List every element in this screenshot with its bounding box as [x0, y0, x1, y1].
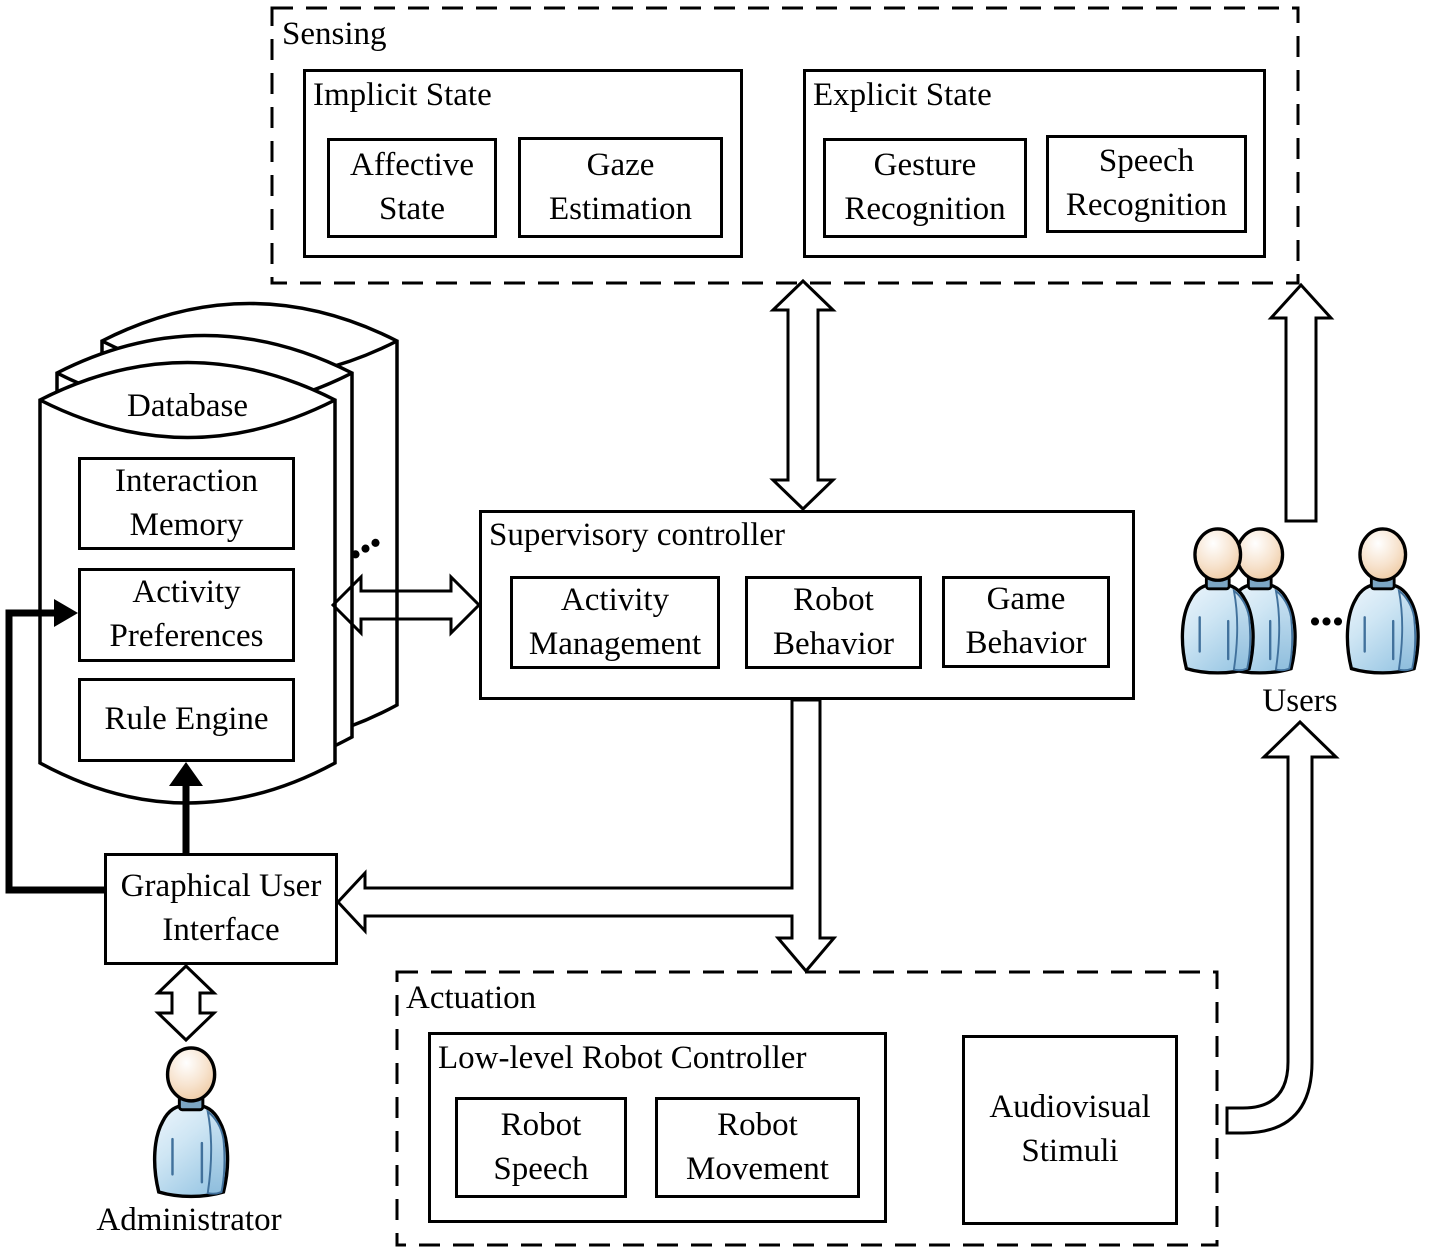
activity-management-box: Activity Management	[510, 576, 720, 669]
explicit-state-box	[803, 69, 1266, 258]
robot-behavior-box: Robot Behavior	[745, 576, 922, 669]
sensing-group-label: Sensing	[282, 16, 387, 52]
sensing-group-border	[270, 6, 1300, 285]
gui-to-rule-engine-arrow	[169, 762, 203, 856]
gui-to-activity-preferences-arrow	[5, 599, 106, 894]
gesture-recognition-box: Gesture Recognition	[823, 138, 1027, 238]
supervisory-to-actuation-and-gui-arrow	[335, 698, 838, 974]
audiovisual-stimuli-box: Audiovisual Stimuli	[962, 1035, 1178, 1225]
implicit-state-label: Implicit State	[313, 77, 492, 113]
actuation-to-users-arrow	[1225, 719, 1340, 1135]
interaction-memory-box: Interaction Memory	[78, 457, 295, 550]
activity-preferences-box: Activity Preferences	[78, 568, 295, 662]
users-ellipsis: ...	[1308, 580, 1345, 636]
gaze-estimation-box: Gaze Estimation	[518, 137, 723, 238]
database-label: Database	[127, 388, 248, 424]
supervisory-controller-label: Supervisory controller	[489, 517, 786, 553]
explicit-state-label: Explicit State	[813, 77, 992, 113]
low-level-robot-controller-box	[428, 1032, 887, 1223]
low-level-robot-controller-label: Low-level Robot Controller	[438, 1040, 807, 1076]
users-label: Users	[1262, 683, 1338, 719]
game-behavior-box: Game Behavior	[942, 576, 1110, 668]
administrator-icon	[152, 1046, 230, 1199]
robot-speech-box: Robot Speech	[455, 1097, 627, 1198]
implicit-state-box	[303, 69, 743, 258]
gui-administrator-arrow	[154, 963, 218, 1043]
affective-state-box: Affective State	[327, 138, 497, 238]
user-icon	[1345, 527, 1420, 675]
administrator-label: Administrator	[96, 1202, 282, 1238]
graphical-user-interface-box: Graphical User Interface	[104, 853, 338, 965]
rule-engine-box: Rule Engine	[78, 678, 295, 762]
robot-movement-box: Robot Movement	[655, 1097, 860, 1198]
actuation-group-label: Actuation	[406, 980, 537, 1016]
speech-recognition-box: Speech Recognition	[1046, 135, 1247, 233]
sensing-supervisory-arrow	[769, 278, 837, 512]
users-to-sensing-arrow	[1267, 282, 1335, 523]
